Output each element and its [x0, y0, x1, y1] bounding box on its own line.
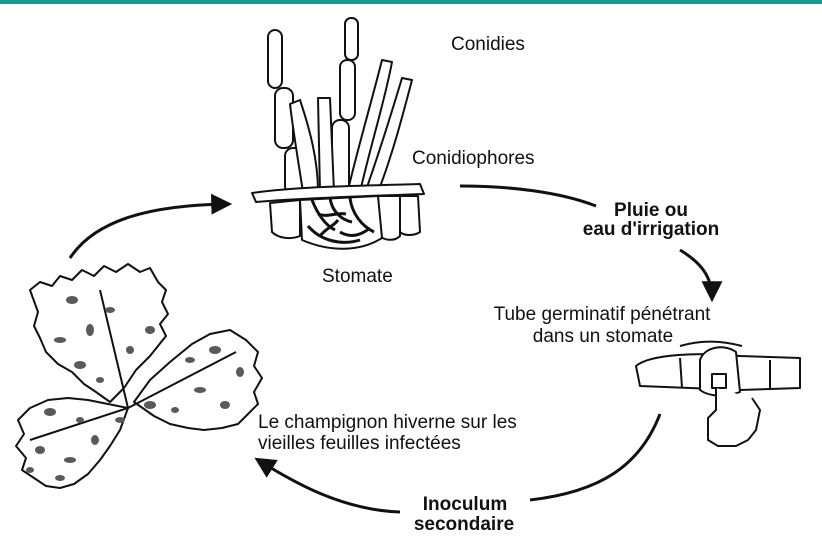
- arrow-conidia-to-rain: [460, 186, 596, 206]
- label-inoculum-line1: Inoculum: [410, 494, 520, 516]
- label-hiverne-line1: Le champignon hiverne sur les: [258, 412, 517, 434]
- infected-leaf-illustration: [16, 264, 262, 488]
- label-tube-line2: dans un stomate: [528, 326, 678, 348]
- arrow-tube-to-inoculum: [530, 414, 660, 500]
- arrow-rain-to-tube: [680, 250, 712, 298]
- label-conidiophores: Conidiophores: [412, 148, 535, 170]
- arrow-inoculum-to-leaf: [258, 460, 400, 512]
- germ-tube-illustration: [636, 342, 800, 447]
- label-tube-line1: Tube germinatif pénétrant: [466, 304, 738, 326]
- label-irrigation: eau d'irrigation: [556, 219, 746, 241]
- conidia-illustration: [252, 18, 424, 249]
- label-stomate: Stomate: [322, 266, 393, 288]
- label-conidies: Conidies: [451, 34, 525, 56]
- label-inoculum-line2: secondaire: [402, 514, 526, 536]
- label-hiverne-line2: vieilles feuilles infectées: [258, 433, 461, 455]
- arrow-leaf-to-conidia: [70, 204, 228, 258]
